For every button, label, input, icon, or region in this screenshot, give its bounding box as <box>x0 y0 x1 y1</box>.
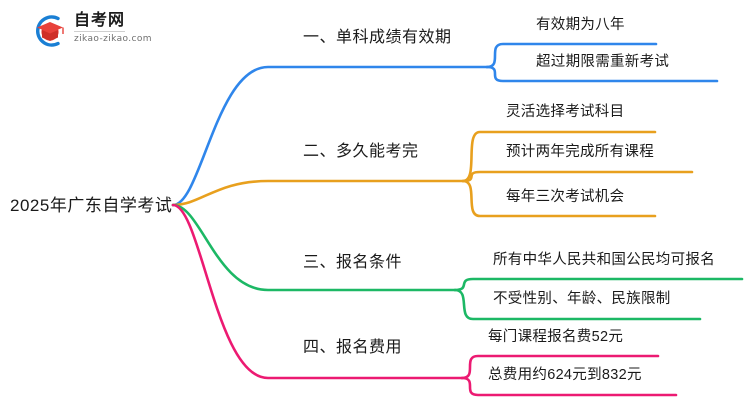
branch-1-stem <box>171 65 489 207</box>
site-logo: 自考网 zikao-zikao.com <box>30 10 190 52</box>
mindmap-leaf-label-4-1: 每门课程报名费52元 <box>488 329 624 345</box>
mindmap-leaf-label-2-2: 预计两年完成所有课程 <box>506 144 654 160</box>
mindmap-leaf-label-1-1: 有效期为八年 <box>536 17 625 33</box>
branch-3-leaf-1-connector <box>453 277 744 292</box>
mindmap-topic-label-3: 三、报名条件 <box>303 254 403 271</box>
mindmap-topic-label-4: 四、报名费用 <box>303 339 403 356</box>
mindmap-leaf-label-4-2: 总费用约624元到832元 <box>488 367 642 383</box>
mindmap-topic-label-1: 一、单科成绩有效期 <box>303 29 452 46</box>
mindmap-topic-label-2: 二、多久能考完 <box>303 143 419 160</box>
mindmap-leaf-label-2-1: 灵活选择考试科目 <box>506 104 625 120</box>
branch-3-stem <box>171 203 457 292</box>
logo-title: 自考网 <box>74 12 126 32</box>
branch-2-leaf-2-connector <box>461 170 694 183</box>
mindmap-leaf-label-3-1: 所有中华人民共和国公民均可报名 <box>493 252 715 268</box>
logo-domain: zikao-zikao.com <box>74 34 152 44</box>
mindmap-leaf-label-2-3: 每年三次考试机会 <box>506 189 625 205</box>
mindmap-root-label: 2025年广东自学考试 <box>10 196 173 215</box>
graduation-cap-logo-icon <box>36 15 64 47</box>
branch-2-stem <box>171 179 465 207</box>
mindmap-leaf-label-1-2: 超过期限需重新考试 <box>536 54 670 70</box>
mindmap-leaf-label-3-2: 不受性别、年龄、民族限制 <box>493 291 671 307</box>
